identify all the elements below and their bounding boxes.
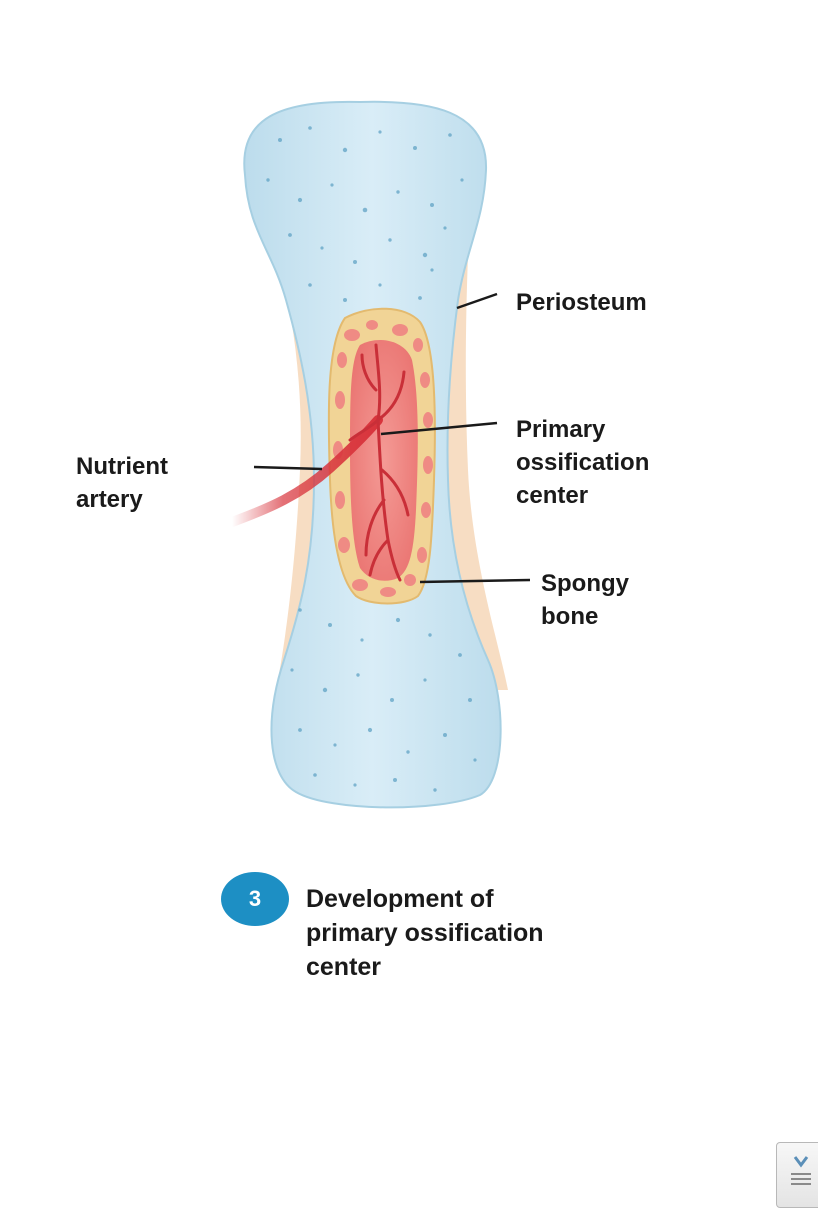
nutrient-artery-label: Nutrient artery — [76, 450, 168, 516]
step-number-badge: 3 — [221, 872, 289, 926]
nutrient-artery-vessel — [227, 415, 383, 527]
nutrient-artery-line-2: artery — [76, 486, 143, 513]
periosteum-label-text: Periosteum — [516, 289, 647, 316]
primary-center-label: Primary ossification center — [516, 413, 649, 512]
periosteum-label: Periosteum — [516, 286, 647, 319]
nutrient-artery-line-1: Nutrient — [76, 453, 168, 480]
corner-scroll-widget[interactable] — [776, 1142, 818, 1208]
step-caption-line-3: center — [306, 953, 382, 981]
chondrocyte-dots — [266, 126, 477, 792]
primary-center-line-1: Primary — [516, 416, 606, 443]
marrow-cavity — [350, 340, 418, 581]
leader-periosteum — [456, 292, 498, 310]
leader-spongy-bone — [419, 578, 531, 584]
step-caption: Development of primary ossification cent… — [306, 882, 544, 984]
spongy-bone-line-2: bone — [541, 603, 599, 630]
vessel-branches — [348, 343, 410, 582]
step-caption-line-1: Development of — [306, 885, 494, 913]
scroll-icon — [791, 1156, 811, 1185]
trabeculae — [333, 320, 433, 597]
step-caption-line-2: primary ossification — [306, 919, 544, 947]
spongy-bone-line-1: Spongy — [541, 570, 629, 597]
primary-center-line-2: ossification — [516, 449, 650, 476]
leader-nutrient-artery — [253, 465, 323, 471]
spongy-bone-label: Spongy bone — [541, 567, 629, 633]
step-number: 3 — [248, 886, 262, 911]
primary-center-line-3: center — [516, 482, 589, 509]
leader-primary-center — [380, 421, 498, 436]
